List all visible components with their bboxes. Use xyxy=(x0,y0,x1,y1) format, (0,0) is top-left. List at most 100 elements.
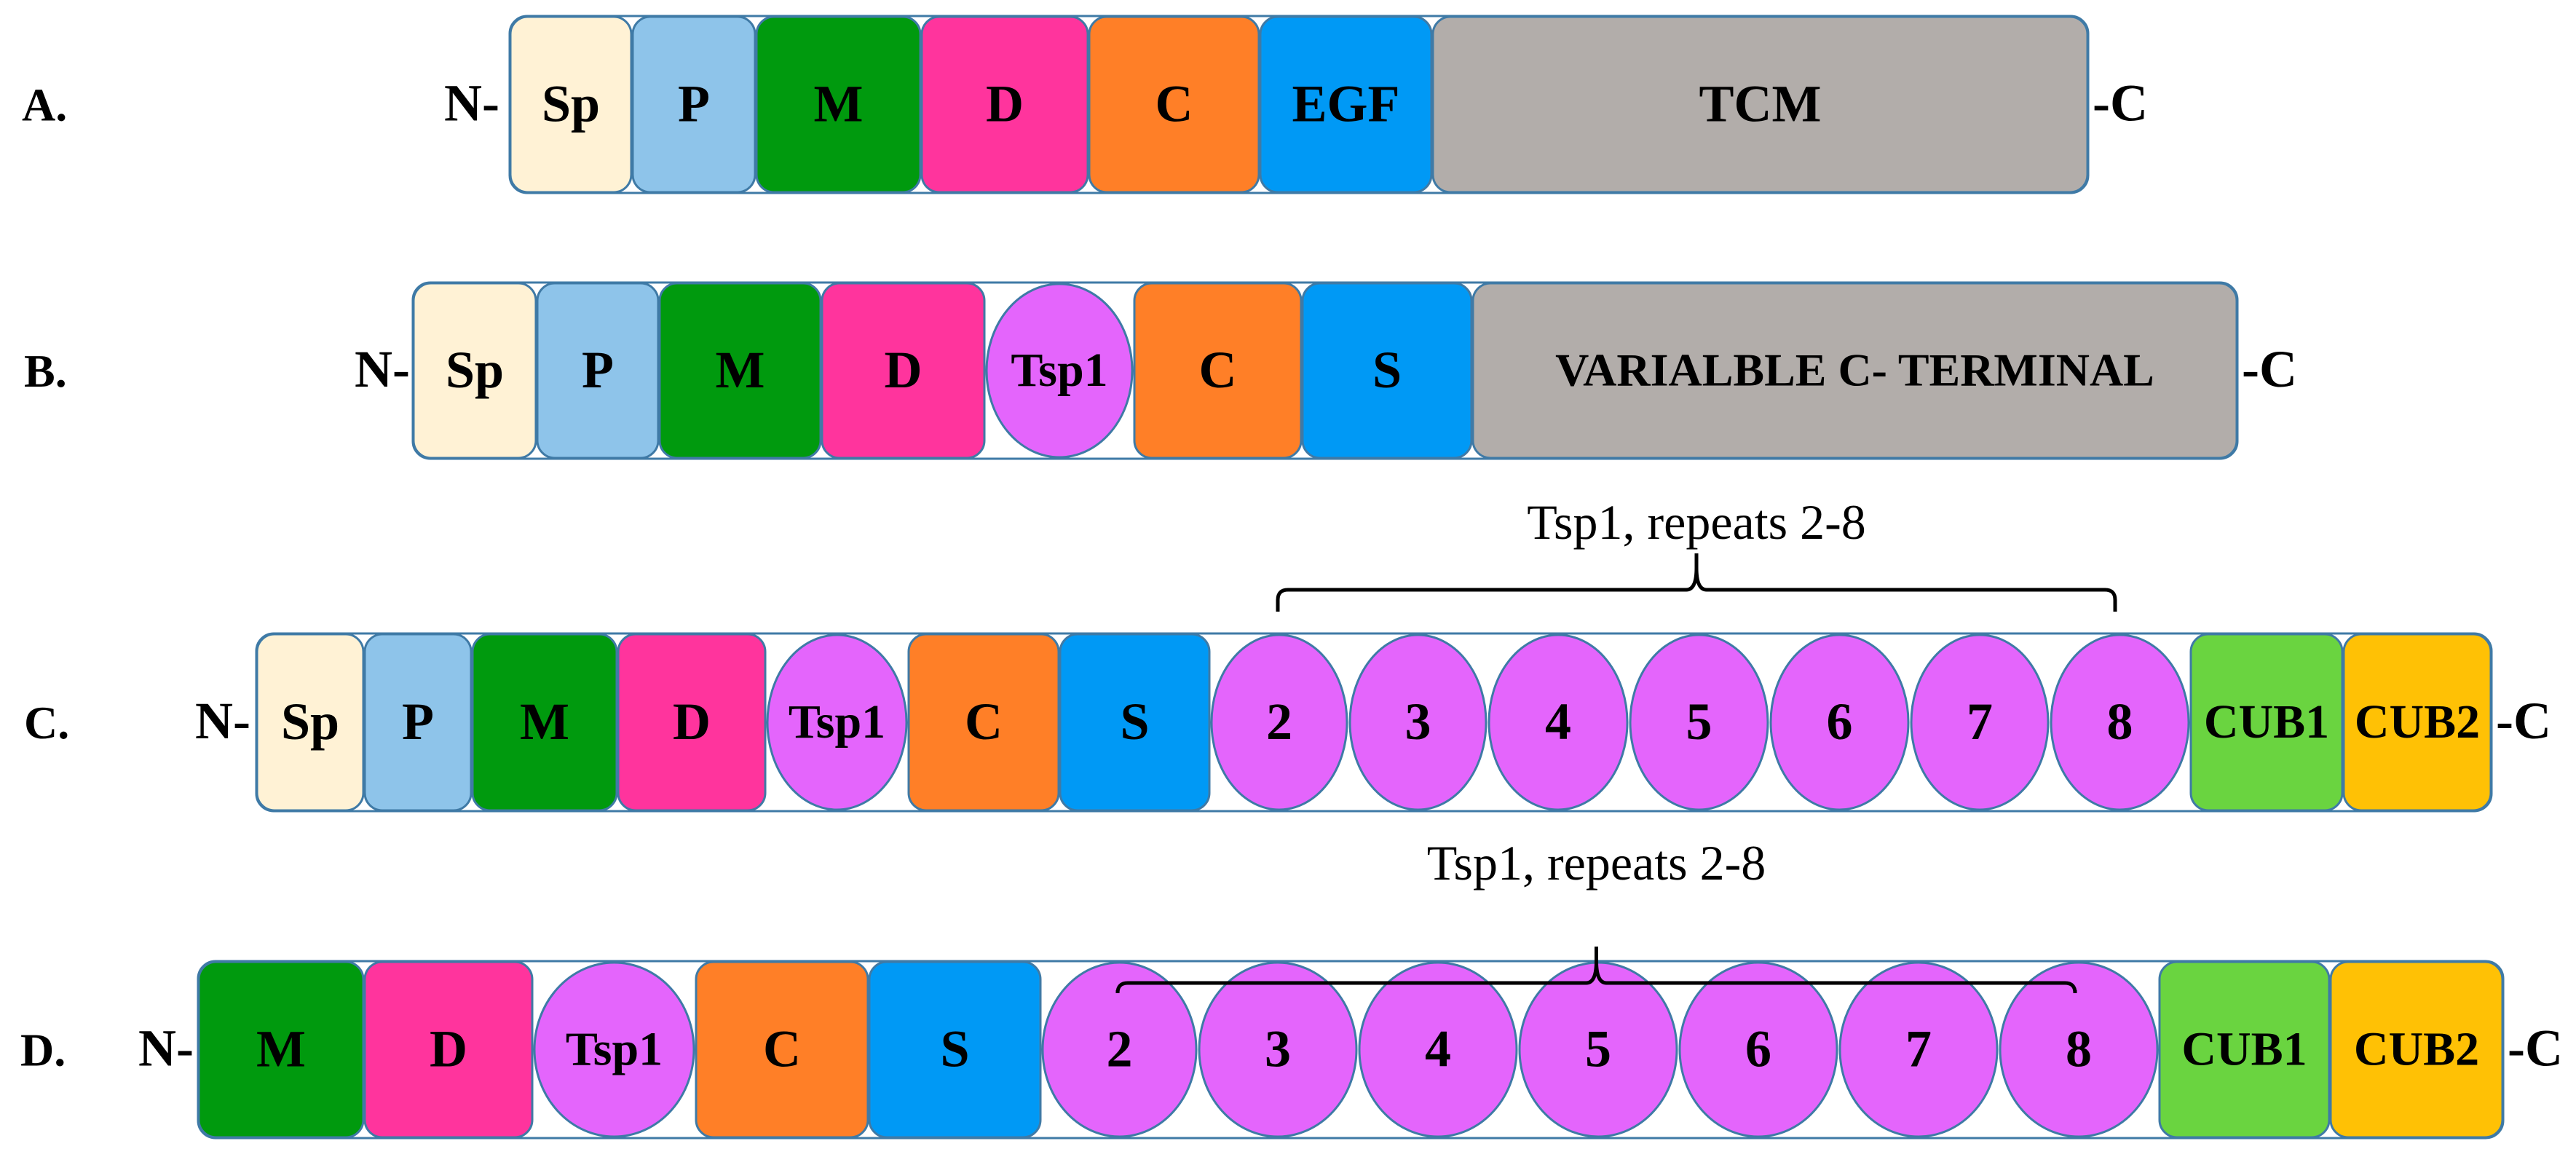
row-label: C. xyxy=(24,697,69,749)
domain-label-d: D xyxy=(885,341,922,399)
repeats-bracket-label: Tsp1, repeats 2-8 xyxy=(1427,835,1766,891)
domain-label-m: M xyxy=(716,341,765,399)
domain-label-c: C xyxy=(1199,341,1237,399)
domain-disintegrin-shape xyxy=(363,960,534,1139)
domain-label-p: P xyxy=(678,75,710,133)
domain-label-cub2: CUB2 xyxy=(2355,695,2480,749)
domain-label-7: 7 xyxy=(1967,692,1993,751)
c-terminus-label: -C xyxy=(2496,692,2551,750)
domain-label-c: C xyxy=(1155,75,1193,133)
domain-cub2-shape xyxy=(2329,960,2504,1139)
domain-tsp1-shape xyxy=(1838,961,1999,1138)
domain-tsp1-shape xyxy=(1348,633,1487,811)
domain-label-7: 7 xyxy=(1905,1020,1932,1078)
n-terminus-label: N- xyxy=(138,1019,194,1078)
repeats-bracket-label: Tsp1, repeats 2-8 xyxy=(1527,494,1865,550)
domain-tsp1-shape xyxy=(1198,961,1358,1138)
domain-label-cub1: CUB1 xyxy=(2181,1023,2307,1076)
domain-tsp1-shape xyxy=(1910,633,2050,811)
domain-label-s: S xyxy=(1120,692,1149,751)
domain-tsp1-shape xyxy=(985,283,1134,459)
domain-label-egf: EGF xyxy=(1292,75,1399,133)
domain-tsp1-shape xyxy=(1678,961,1838,1138)
domain-label-p: P xyxy=(582,341,614,399)
domain-label-s: S xyxy=(940,1020,969,1078)
domain-cysteine-rich-shape xyxy=(1088,15,1260,194)
domain-tsp1-shape xyxy=(1210,633,1348,811)
domain-label-cub1: CUB1 xyxy=(2204,695,2329,749)
domain-spacer-shape xyxy=(1059,633,1211,812)
domain-spacer-shape xyxy=(1301,282,1473,459)
domain-label-tsp1: Tsp1 xyxy=(789,695,885,749)
domain-propeptide-shape xyxy=(631,15,756,194)
domain-tsp1-shape xyxy=(1358,961,1518,1138)
domain-tsp1-shape xyxy=(1629,633,1769,811)
domain-metalloproteinase-shape xyxy=(471,633,618,812)
domain-metalloproteinase-shape xyxy=(658,282,822,459)
domain-label-8: 8 xyxy=(2107,692,2133,751)
domain-tsp1-shape xyxy=(1041,961,1198,1138)
domain-label-sp: Sp xyxy=(446,341,504,399)
c-terminus-label: -C xyxy=(2508,1019,2563,1078)
c-terminus-label: -C xyxy=(2093,74,2148,133)
domain-label-c: C xyxy=(763,1020,801,1078)
domain-cysteine-rich-shape xyxy=(907,633,1060,812)
domain-label-cub2: CUB2 xyxy=(2354,1023,2479,1076)
repeats-bracket xyxy=(1276,553,2117,612)
domain-label-8: 8 xyxy=(2066,1020,2092,1078)
domain-propeptide-shape xyxy=(536,282,660,459)
row-label: B. xyxy=(24,345,67,397)
domain-label-4: 4 xyxy=(1545,692,1571,751)
domain-label-tsp1: Tsp1 xyxy=(1011,344,1107,397)
row-label: A. xyxy=(22,79,67,131)
domain-label-sp: Sp xyxy=(281,692,339,751)
repeats-bracket xyxy=(1115,947,2077,994)
domain-label-2: 2 xyxy=(1107,1020,1133,1078)
domain-label-3: 3 xyxy=(1265,1020,1291,1078)
domain-label-tsp1: Tsp1 xyxy=(566,1023,663,1076)
domain-label-6: 6 xyxy=(1745,1020,1771,1078)
domain-label-m: M xyxy=(520,692,569,751)
domain-tsp1-shape xyxy=(1999,961,2159,1138)
domain-cub1-shape xyxy=(2158,960,2331,1139)
domain-disintegrin-shape xyxy=(920,15,1089,194)
domain-label-varialble-c-terminal: VARIALBLE C- TERMINAL xyxy=(1555,344,2154,395)
domain-disintegrin-shape xyxy=(821,282,986,459)
domain-label-tcm: TCM xyxy=(1699,75,1822,133)
n-terminus-label: N- xyxy=(444,74,499,133)
domain-label-m: M xyxy=(256,1020,306,1078)
n-terminus-label: N- xyxy=(195,692,250,750)
row-label: D. xyxy=(20,1024,66,1076)
domain-label-sp: Sp xyxy=(542,75,600,133)
domain-label-d: D xyxy=(986,75,1024,133)
n-terminus-label: N- xyxy=(355,340,410,398)
domain-label-3: 3 xyxy=(1405,692,1431,751)
domain-signal-peptide-shape xyxy=(412,282,537,459)
domain-label-d: D xyxy=(673,692,711,751)
domain-cysteine-rich-shape xyxy=(695,960,869,1139)
domain-signal-peptide-shape xyxy=(256,633,365,812)
domain-label-m: M xyxy=(814,75,864,133)
domain-tsp1-shape xyxy=(1769,633,1910,811)
domain-label-d: D xyxy=(430,1020,467,1078)
domain-spacer-shape xyxy=(868,960,1042,1139)
domain-cub2-shape xyxy=(2342,633,2492,812)
domain-label-4: 4 xyxy=(1425,1020,1451,1078)
domain-label-p: P xyxy=(402,692,434,751)
domain-c-terminal-shape xyxy=(1471,282,2238,459)
domain-label-s: S xyxy=(1372,341,1402,399)
domain-label-2: 2 xyxy=(1266,692,1292,751)
domain-tsp1-shape xyxy=(533,961,695,1138)
domain-label-5: 5 xyxy=(1686,692,1712,751)
domain-label-6: 6 xyxy=(1827,692,1853,751)
domain-metalloproteinase-shape xyxy=(197,960,365,1139)
protein-row-a: A. N- -C Sp P M D C EGF TCM xyxy=(22,15,2148,194)
domain-metalloproteinase-shape xyxy=(755,15,922,194)
domain-c-terminal-shape xyxy=(1431,15,2089,194)
domain-tsp1-shape xyxy=(2050,633,2190,811)
domain-propeptide-shape xyxy=(363,633,473,812)
